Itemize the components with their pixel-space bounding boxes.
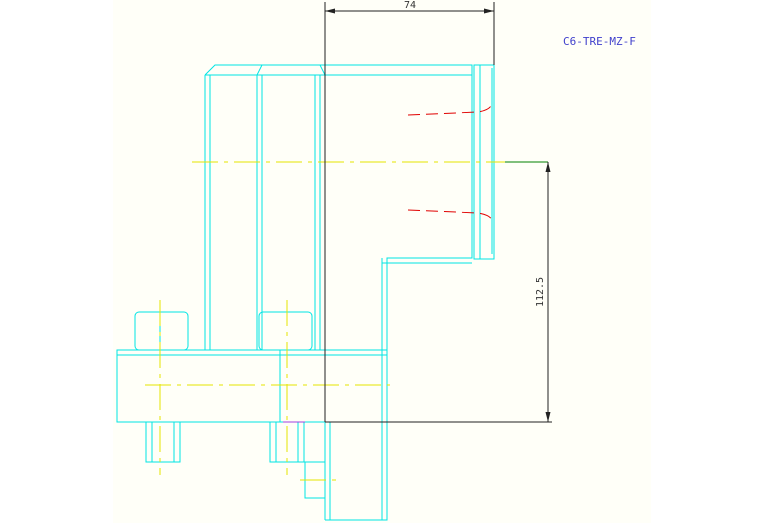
hidden-lines — [407, 103, 493, 221]
bracket-body — [116, 64, 495, 521]
dimension-geometry — [324, 2, 552, 423]
dimension-label-vertical: 112.5 — [535, 277, 546, 307]
centerlines — [145, 161, 505, 481]
dimension-arrows — [325, 8, 551, 422]
part-label: C6-TRE-MZ-F — [563, 35, 636, 48]
dimension-label-horizontal: 74 — [404, 0, 416, 11]
